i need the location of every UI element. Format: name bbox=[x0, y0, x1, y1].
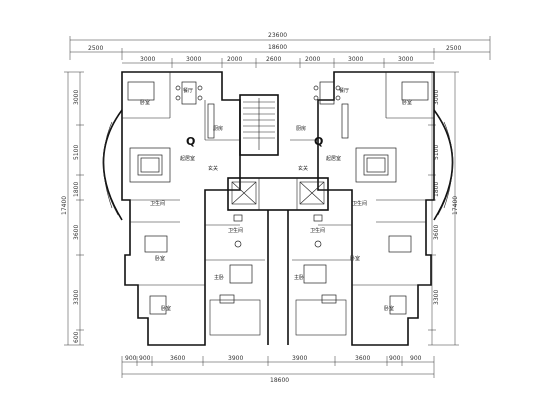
bottom-seg-4: 3900 bbox=[228, 355, 243, 362]
label-left-entry: 玄关 bbox=[208, 165, 218, 172]
top-seg-2: 3000 bbox=[186, 56, 201, 63]
label-right-top-bedroom: 卧室 bbox=[402, 99, 412, 106]
label-left-unit-mark: Q bbox=[186, 135, 195, 148]
label-right-bath-2: 卫生间 bbox=[310, 227, 325, 234]
top-inner-dim: 18600 bbox=[268, 44, 287, 51]
top-seg-3: 2000 bbox=[227, 56, 242, 63]
furniture-symbols bbox=[127, 81, 429, 315]
room-labels: 卧室 餐厅 厨房 起居室 玄关 卫生间 卧室 卫生间 主卧 卧室 Q 卧室 餐厅… bbox=[140, 87, 412, 312]
left-dimension-lines: 17400 3000 5100 1800 3600 3300 600 bbox=[61, 71, 84, 346]
right-seg-4: 3600 bbox=[433, 225, 440, 240]
bottom-seg-2: 900 bbox=[139, 355, 151, 362]
label-left-kitchen: 厨房 bbox=[213, 125, 223, 132]
top-right-offset-dim: 2500 bbox=[446, 45, 461, 52]
label-left-top-bedroom: 卧室 bbox=[140, 99, 150, 106]
left-seg-6: 600 bbox=[73, 331, 80, 343]
bottom-seg-3: 3600 bbox=[170, 355, 185, 362]
top-seg-7: 3000 bbox=[398, 56, 413, 63]
left-seg-4: 3600 bbox=[73, 225, 80, 240]
top-dimension-lines: 23600 2500 18600 2500 3000 3000 2000 260… bbox=[69, 32, 491, 68]
top-seg-5: 2000 bbox=[305, 56, 320, 63]
right-dimension-lines: 17400 3000 5100 1800 3600 3300 bbox=[428, 71, 459, 346]
label-right-bathroom: 卫生间 bbox=[352, 200, 367, 207]
right-seg-1: 3000 bbox=[433, 90, 440, 105]
right-seg-5: 3300 bbox=[433, 290, 440, 305]
top-seg-4: 2600 bbox=[266, 56, 281, 63]
label-left-living: 起居室 bbox=[180, 155, 195, 162]
left-seg-3: 1800 bbox=[73, 182, 80, 197]
label-right-entry: 玄关 bbox=[298, 165, 308, 172]
top-seg-6: 3000 bbox=[348, 56, 363, 63]
top-seg-1: 3000 bbox=[140, 56, 155, 63]
label-right-lower-bedroom: 卧室 bbox=[384, 305, 394, 312]
left-overall-dim: 17400 bbox=[61, 196, 68, 215]
top-overall-dim: 23600 bbox=[268, 32, 287, 39]
label-right-unit-mark: Q bbox=[314, 135, 323, 148]
label-right-dining: 餐厅 bbox=[339, 87, 349, 94]
floor-plan-walls bbox=[102, 71, 454, 346]
bottom-seg-5: 3900 bbox=[292, 355, 307, 362]
left-seg-1: 3000 bbox=[73, 90, 80, 105]
label-left-bathroom: 卫生间 bbox=[150, 200, 165, 207]
label-left-master: 主卧 bbox=[214, 274, 224, 281]
left-seg-5: 3300 bbox=[73, 290, 80, 305]
label-left-lower-bedroom: 卧室 bbox=[161, 305, 171, 312]
label-right-living: 起居室 bbox=[326, 155, 341, 162]
right-seg-2: 5100 bbox=[433, 145, 440, 160]
bottom-seg-8: 900 bbox=[410, 355, 422, 362]
label-left-dining: 餐厅 bbox=[183, 87, 193, 94]
label-right-mid-bedroom: 卧室 bbox=[350, 255, 360, 262]
bottom-overall-dim: 18600 bbox=[270, 377, 289, 384]
label-right-master: 主卧 bbox=[294, 274, 304, 281]
right-overall-dim: 17400 bbox=[452, 196, 459, 215]
left-seg-2: 5100 bbox=[73, 145, 80, 160]
label-left-mid-bedroom: 卧室 bbox=[155, 255, 165, 262]
bottom-seg-1: 900 bbox=[125, 355, 137, 362]
label-right-kitchen: 厨房 bbox=[296, 125, 306, 132]
right-seg-3: 1800 bbox=[433, 182, 440, 197]
top-left-offset-dim: 2500 bbox=[88, 45, 103, 52]
bottom-seg-7: 900 bbox=[389, 355, 401, 362]
bottom-dimension-lines: 900 900 3600 3900 3900 3600 900 900 1860… bbox=[121, 355, 435, 384]
label-left-bath-2: 卫生间 bbox=[228, 227, 243, 234]
bottom-seg-6: 3600 bbox=[355, 355, 370, 362]
